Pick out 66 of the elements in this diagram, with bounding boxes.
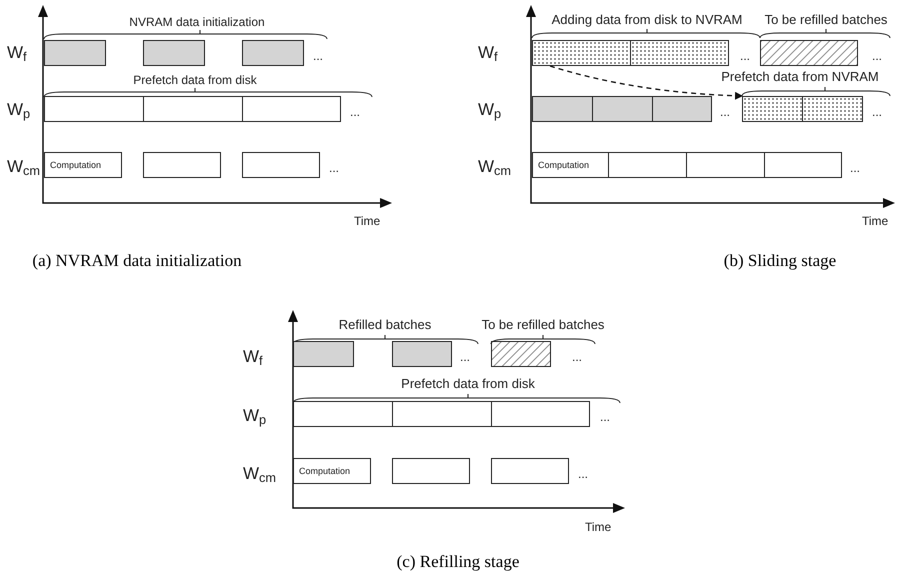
ellipsis: ... — [460, 351, 470, 363]
subfigure-caption: (a) NVRAM data initialization — [32, 252, 242, 269]
batch-box — [392, 341, 452, 367]
batch-box — [491, 341, 551, 367]
subfigure-caption: (b) Sliding stage — [724, 252, 836, 269]
row-label: W$_{cm}$ — [243, 465, 276, 482]
batch-box — [143, 40, 205, 66]
brace-label: Prefetch data from disk — [401, 377, 535, 390]
box-label: Computation — [299, 466, 350, 476]
batch-box — [532, 40, 631, 66]
subfigure-caption: (c) Refilling stage — [396, 553, 520, 570]
batch-box — [392, 401, 492, 427]
batch-box — [293, 401, 393, 427]
row-label: W$_{f}$ — [243, 348, 263, 365]
brace-label: To be refilled batches — [764, 13, 888, 26]
ellipsis: ... — [872, 50, 882, 62]
ellipsis: ... — [740, 50, 750, 62]
brace-label: Prefetch data from NVRAM — [721, 70, 879, 83]
batch-box — [532, 96, 593, 122]
batch-box — [392, 458, 470, 484]
batch-box — [592, 96, 653, 122]
batch-box — [293, 341, 354, 367]
computation-box — [532, 152, 609, 178]
box-label: Computation — [538, 160, 590, 170]
brace-label: Adding data from disk to NVRAM — [552, 13, 742, 26]
row-label: W$_{f}$ — [478, 44, 498, 61]
row-label: W$_{cm}$ — [478, 158, 512, 175]
batch-box — [44, 96, 144, 122]
batch-box — [760, 40, 858, 66]
batch-box — [491, 401, 590, 427]
ellipsis: ... — [313, 50, 324, 62]
batch-box — [242, 96, 341, 122]
computation-box — [44, 152, 122, 178]
batch-box — [652, 96, 712, 122]
ellipsis: ... — [600, 411, 610, 423]
batch-box — [802, 96, 863, 122]
ellipsis: ... — [329, 162, 340, 174]
batch-box — [608, 152, 687, 178]
brace-label: Refilled batches — [338, 318, 432, 331]
ellipsis: ... — [720, 106, 730, 118]
row-label: W$_{cm}$ — [7, 158, 40, 175]
batch-box — [242, 152, 320, 178]
axis-label: Time — [354, 215, 380, 227]
box-label: Computation — [50, 160, 102, 170]
ellipsis: ... — [850, 162, 860, 174]
axis-label: Time — [862, 215, 888, 227]
batch-box — [242, 40, 304, 66]
row-label: W$_{f}$ — [7, 44, 27, 61]
dashed-arrow — [550, 65, 743, 100]
brace-label: Prefetch data from disk — [133, 74, 257, 86]
ellipsis: ... — [578, 468, 588, 480]
batch-box — [630, 40, 729, 66]
ellipsis: ... — [572, 351, 582, 363]
batch-box — [143, 152, 221, 178]
ellipsis: ... — [872, 106, 882, 118]
computation-box — [293, 458, 371, 484]
brace-label: NVRAM data initialization — [129, 16, 265, 28]
batch-box — [742, 96, 803, 122]
batch-box — [44, 40, 106, 66]
batch-box — [686, 152, 765, 178]
batch-box — [764, 152, 842, 178]
axis-label: Time — [585, 521, 612, 533]
brace-label: To be refilled batches — [482, 318, 604, 331]
ellipsis: ... — [350, 106, 360, 118]
batch-box — [491, 458, 569, 484]
batch-box — [143, 96, 243, 122]
